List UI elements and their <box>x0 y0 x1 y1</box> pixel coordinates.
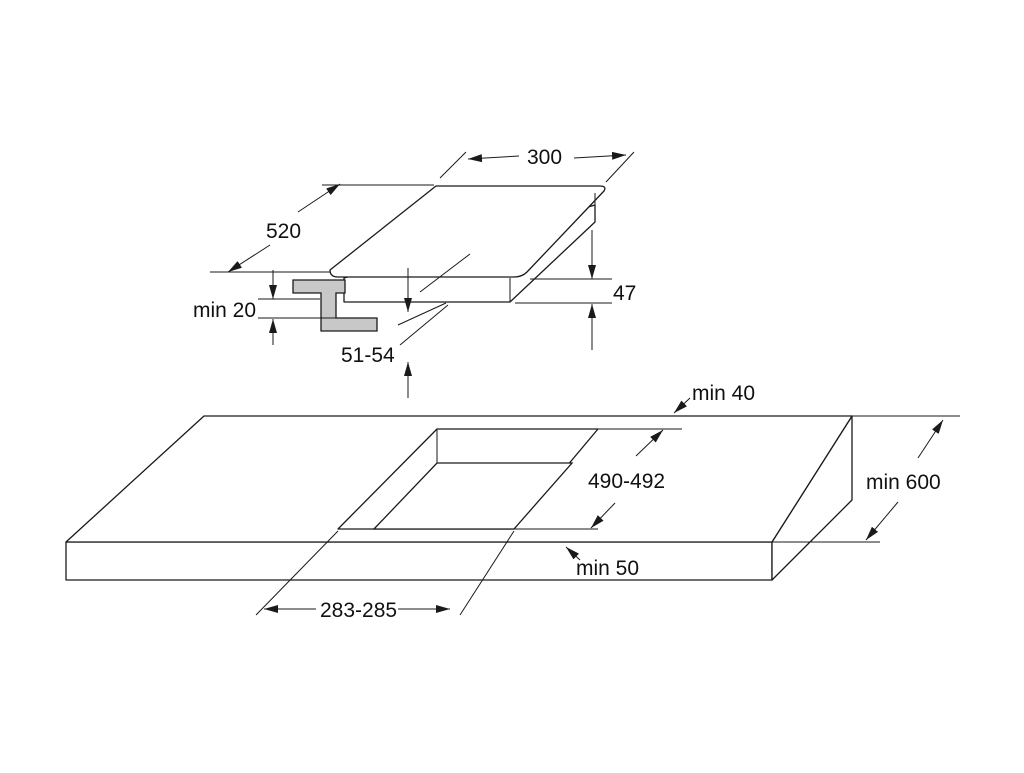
dim-edge-back-min: min 40 <box>673 382 755 414</box>
worktop-drawing <box>65 415 853 581</box>
hob-glass-top <box>329 185 606 278</box>
dim-counter-thickness: 51-54 <box>341 268 412 398</box>
label-worktop-depth-min: min 600 <box>866 471 941 494</box>
label-counter-thickness: 51-54 <box>341 344 395 367</box>
worktop-extension-lines <box>255 415 960 616</box>
label-clamp-min: min 20 <box>193 299 256 322</box>
label-cutout-width: 283-285 <box>320 599 397 622</box>
hob-center-line <box>419 253 471 293</box>
dim-cutout-width: 283-285 <box>264 599 450 622</box>
label-hob-width: 300 <box>527 146 562 169</box>
label-edge-front-min: min 50 <box>576 557 639 580</box>
worktop-front-face <box>65 541 773 581</box>
dim-hob-depth: 520 <box>227 183 341 273</box>
dim-hob-height: 47 <box>588 230 636 350</box>
hob-extension-lines <box>210 151 635 346</box>
dim-cutout-depth: 490-492 <box>588 429 665 529</box>
dim-clamp-min: min 20 <box>193 270 277 345</box>
mounting-bracket <box>292 279 378 332</box>
label-cutout-depth: 490-492 <box>588 470 665 493</box>
label-edge-back-min: min 40 <box>692 382 755 405</box>
cutout-inner-wall <box>372 462 574 530</box>
label-hob-depth: 520 <box>266 220 301 243</box>
label-hob-height: 47 <box>613 282 636 305</box>
hob-drawing <box>329 185 606 303</box>
dim-hob-width: 300 <box>467 146 627 169</box>
dim-edge-front-min: min 50 <box>565 546 639 580</box>
dim-worktop-depth-min: min 600 <box>865 419 944 541</box>
